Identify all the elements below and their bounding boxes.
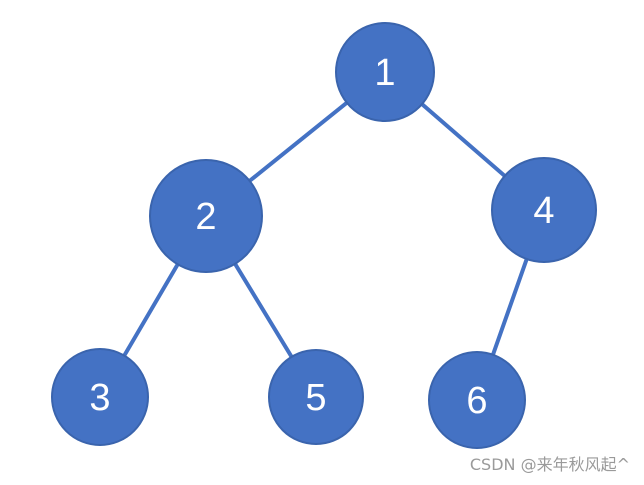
- tree-node-3: 3: [51, 348, 149, 446]
- tree-nodes: 1 2 4 3 5 6: [51, 22, 597, 449]
- tree-node-label: 4: [533, 190, 554, 232]
- tree-node-label: 1: [374, 52, 395, 94]
- tree-node-circle: [428, 351, 526, 449]
- tree-node-circle: [491, 157, 597, 263]
- tree-node-2: 2: [149, 159, 263, 273]
- tree-node-5: 5: [268, 349, 364, 445]
- tree-node-label: 6: [466, 380, 487, 422]
- tree-node-circle: [268, 349, 364, 445]
- tree-node-circle: [335, 22, 435, 122]
- tree-node-circle: [149, 159, 263, 273]
- tree-node-circle: [51, 348, 149, 446]
- tree-node-4: 4: [491, 157, 597, 263]
- watermark: CSDN @来年秋风起^: [469, 455, 630, 474]
- tree-node-label: 5: [305, 377, 326, 419]
- tree-node-1: 1: [335, 22, 435, 122]
- tree-node-6: 6: [428, 351, 526, 449]
- tree-node-label: 2: [195, 196, 216, 238]
- tree-node-label: 3: [89, 377, 110, 419]
